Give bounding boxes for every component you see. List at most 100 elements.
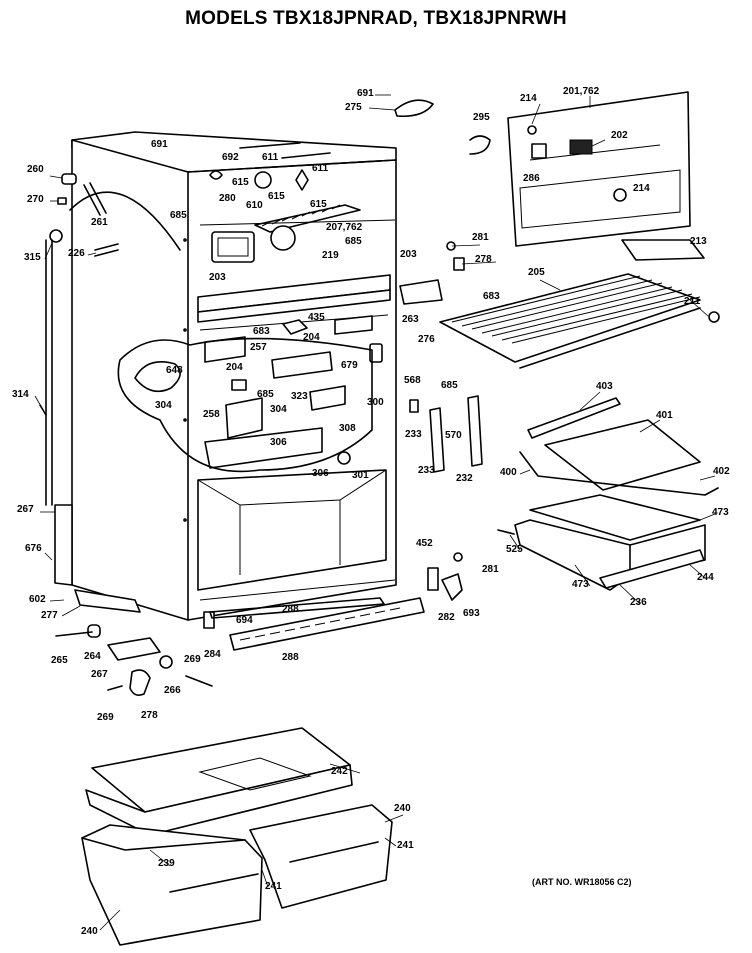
water-line-parts [39,173,181,506]
part-callout-c226: 226 [68,248,85,259]
part-callout-c242: 242 [331,766,348,777]
part-callout-c201: 201,762 [563,86,600,97]
art-number: (ART NO. WR18056 C2) [532,877,632,887]
part-callout-c284: 284 [204,649,221,660]
part-callout-c244: 244 [697,572,714,583]
part-callout-c525: 525 [506,544,523,555]
part-callout-c239: 239 [158,858,175,869]
crisper-drawer-473 [497,494,706,591]
part-callout-c269b: 269 [97,712,114,723]
part-callout-c435: 435 [308,312,325,323]
part-callout-c314: 314 [12,389,29,400]
part-callout-c267b: 267 [91,669,108,680]
part-callout-c610: 610 [246,200,263,211]
part-callout-c402: 402 [713,466,730,477]
part-callout-c685d: 685 [441,380,458,391]
part-callout-c207: 207,762 [326,222,363,233]
part-callout-c288a: 288 [282,604,299,615]
part-callout-c676: 676 [25,543,42,554]
part-callout-c288b: 288 [282,652,299,663]
control-panel-201 [394,91,691,247]
part-callout-c278b: 278 [141,710,158,721]
part-callout-c260: 260 [27,164,44,175]
part-callout-c205: 205 [528,267,545,278]
part-callout-c306a: 306 [270,437,287,448]
part-callout-c691a: 691 [357,88,374,99]
part-callout-c304b: 304 [270,404,287,415]
shelf-bracket-276 [399,241,465,305]
part-callout-c304a: 304 [155,400,172,411]
part-callout-c281a: 281 [472,232,489,243]
control-housing-parts [117,315,383,473]
part-callout-c219: 219 [322,250,339,261]
part-callout-c315: 315 [24,252,41,263]
part-callout-c261: 261 [91,217,108,228]
part-callout-c275: 275 [345,102,362,113]
part-callout-c263: 263 [402,314,419,325]
part-callout-c685c: 685 [257,389,274,400]
part-callout-c568: 568 [404,375,421,386]
part-callout-c233a: 233 [405,429,422,440]
part-callout-c694: 694 [236,615,253,626]
part-callout-c400: 400 [500,467,517,478]
part-callout-c269: 269 [184,654,201,665]
part-callout-c473a: 473 [712,507,729,518]
part-callout-c204b: 204 [226,362,243,373]
part-callout-c281b: 281 [482,564,499,575]
part-callout-c685b: 685 [345,236,362,247]
refrigerator-cabinet [71,131,397,621]
part-callout-c301: 301 [352,470,369,481]
part-callout-c240a: 240 [394,803,411,814]
part-callout-c401: 401 [656,410,673,421]
part-callout-c570: 570 [445,430,462,441]
part-callout-c277: 277 [41,610,58,621]
part-callout-c257: 257 [250,342,267,353]
part-callout-c615b: 615 [268,191,285,202]
part-callout-c615a: 615 [232,177,249,188]
part-callout-c452: 452 [416,538,433,549]
part-callout-c282: 282 [438,612,455,623]
part-callout-c648: 648 [166,365,183,376]
part-callout-c211: 211 [684,296,701,307]
part-callout-c323: 323 [291,391,308,402]
part-callout-c267a: 267 [17,504,34,515]
part-callout-c403: 403 [596,381,613,392]
part-callout-c611a: 611 [262,152,279,163]
part-callout-c204a: 204 [303,332,320,343]
part-callout-c611b: 611 [312,163,329,174]
part-callout-c691b: 691 [151,139,168,150]
part-callout-c473b: 473 [572,579,589,590]
part-callout-c258: 258 [203,409,220,420]
part-callout-c213: 213 [690,236,707,247]
evaporator-fan-assembly [209,142,361,263]
wire-shelf-205 [439,239,720,369]
part-callout-c683b: 683 [253,326,270,337]
part-callout-c276: 276 [418,334,435,345]
part-callout-c286: 286 [523,173,540,184]
part-callout-c236: 236 [630,597,647,608]
part-callout-c241a: 241 [397,840,414,851]
part-callout-c693: 693 [463,608,480,619]
lower-cover-parts [54,504,463,696]
part-callout-c300: 300 [367,397,384,408]
part-callout-c306b: 306 [312,468,329,479]
leader-lines [34,94,716,931]
part-callout-c214b: 214 [633,183,650,194]
part-callout-c266: 266 [164,685,181,696]
glass-shelf-401 [519,397,719,496]
part-callout-c615c: 615 [310,199,327,210]
part-callout-c602: 602 [29,594,46,605]
part-callout-c265: 265 [51,655,68,666]
page-title: MODELS TBX18JPNRAD, TBX18JPNRWH [185,8,567,29]
part-callout-c683a: 683 [483,291,500,302]
part-callout-c692: 692 [222,152,239,163]
part-callout-c679: 679 [341,360,358,371]
part-callout-c203a: 203 [400,249,417,260]
part-callout-c241b: 241 [265,881,282,892]
vegetable-pans [81,727,393,946]
part-callout-c278: 278 [475,254,492,265]
part-callout-c240b: 240 [81,926,98,937]
part-callout-c308: 308 [339,423,356,434]
